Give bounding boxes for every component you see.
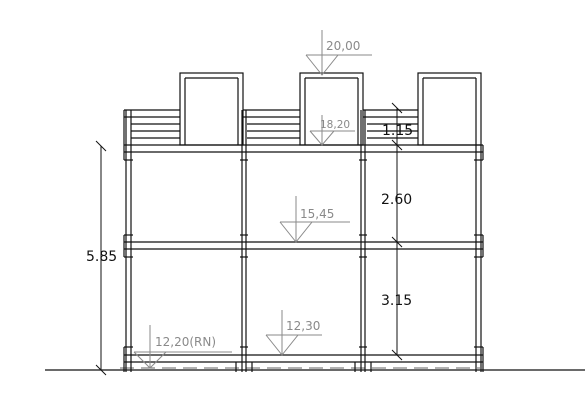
dimension-label-lower-story: 3.15 xyxy=(381,293,412,309)
dimension-line-right xyxy=(391,102,403,361)
rooftop-box-right xyxy=(417,72,482,146)
level-marker-top xyxy=(305,30,372,76)
middle-slab xyxy=(123,234,484,258)
level-label-floor: 12,30 xyxy=(286,319,320,333)
level-label-top: 20,00 xyxy=(326,39,360,53)
dimension-label-parapet: 1.15 xyxy=(382,123,413,139)
railing-right xyxy=(363,109,418,139)
dimension-label-upper-story: 2.60 xyxy=(381,192,412,208)
level-marker-floor xyxy=(265,310,322,356)
rooftop-box-center xyxy=(299,72,364,146)
level-marker-roof xyxy=(309,115,355,146)
roof-slab xyxy=(123,144,484,161)
column-right xyxy=(475,145,482,372)
ground-slab xyxy=(123,346,484,372)
level-label-roof: 18,20 xyxy=(320,119,350,131)
column-center-left xyxy=(241,110,247,372)
dimension-line-total xyxy=(95,140,107,376)
columns xyxy=(125,110,482,372)
level-label-mid: 15,45 xyxy=(300,207,334,221)
rooftop xyxy=(123,72,482,146)
column-left xyxy=(125,110,132,372)
column-center-right xyxy=(360,110,366,372)
railing-center xyxy=(243,109,300,139)
level-marker-mid xyxy=(279,196,350,243)
level-marker-ground xyxy=(133,325,232,369)
level-label-ground: 12,20(RN) xyxy=(155,335,216,349)
dimension-label-total: 5.85 xyxy=(86,249,117,265)
railing-left xyxy=(123,109,180,145)
rooftop-box-left xyxy=(179,72,244,146)
